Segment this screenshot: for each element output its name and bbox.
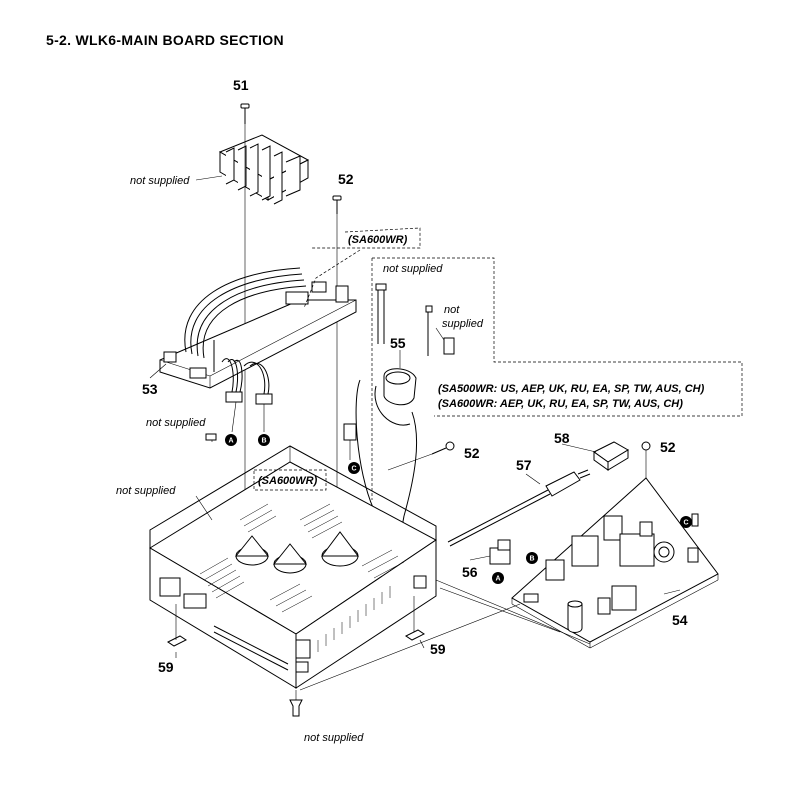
- note-not-supplied-heatsink: not supplied: [130, 175, 190, 187]
- svg-text:A: A: [228, 438, 233, 445]
- part-number-59-right: 59: [430, 641, 446, 657]
- part-number-56: 56: [462, 564, 478, 580]
- connector-marker-a1: A: [225, 434, 237, 446]
- note-not-supplied-right-1: not: [444, 304, 460, 316]
- connector-marker-c2: C: [680, 516, 692, 528]
- part-number-52-middle: 52: [464, 445, 480, 461]
- connector-marker-b2: B: [526, 552, 538, 564]
- screw-bottom: [289, 690, 303, 717]
- part-number-52-right: 52: [660, 439, 676, 455]
- note-not-supplied-screw: not supplied: [304, 732, 364, 744]
- part-number-59-left: 59: [158, 659, 174, 675]
- svg-text:B: B: [529, 556, 534, 563]
- section-title: 5-2. WLK6-MAIN BOARD SECTION: [46, 32, 284, 48]
- power-cord-57: [447, 469, 591, 547]
- note-not-supplied-harness: not supplied: [383, 263, 443, 275]
- heatsink: [218, 134, 310, 205]
- model-label-sa500-regions: (SA500WR: US, AEP, UK, RU, EA, SP, TW, A…: [438, 383, 705, 395]
- pad-not-supplied: [205, 433, 217, 441]
- part-number-51: 51: [233, 77, 249, 93]
- power-board-54: [511, 477, 719, 649]
- model-label-sa600-top: (SA600WR): [348, 234, 408, 246]
- not-supplied-dashed-box: [371, 257, 743, 500]
- guide-lines: [299, 579, 591, 691]
- foot-59-left: [167, 604, 187, 647]
- screw-52-middle: [387, 441, 455, 471]
- svg-text:C: C: [351, 466, 356, 473]
- adapter-58: [593, 441, 629, 471]
- part-number-58: 58: [554, 430, 570, 446]
- foot-59-right: [405, 596, 425, 641]
- part-number-54: 54: [672, 612, 688, 628]
- connector-marker-c1: C: [348, 462, 360, 474]
- svg-text:C: C: [683, 520, 688, 527]
- model-label-sa600-chassis: (SA600WR): [258, 475, 318, 487]
- part-number-53: 53: [142, 381, 158, 397]
- main-board-53: [159, 267, 357, 433]
- note-not-supplied-right-2: supplied: [442, 318, 484, 330]
- chassis: [149, 445, 437, 689]
- connector-marker-b1: B: [258, 434, 270, 446]
- part-number-55: 55: [390, 335, 406, 351]
- svg-text:B: B: [261, 438, 266, 445]
- connector-marker-a2: A: [492, 572, 504, 584]
- note-not-supplied-chassis: not supplied: [116, 485, 176, 497]
- model-label-sa600-regions: (SA600WR: AEP, UK, RU, EA, SP, TW, AUS, …: [438, 398, 683, 410]
- part-number-52-top: 52: [338, 171, 354, 187]
- sa600-chassis-box: [253, 469, 327, 491]
- note-not-supplied-left: not supplied: [146, 417, 206, 429]
- sa600-dashed-outline-top: [303, 227, 421, 309]
- harness-55: [343, 283, 455, 581]
- connector-56: [489, 539, 511, 565]
- screw-52-right: [641, 441, 651, 478]
- svg-text:A: A: [495, 576, 500, 583]
- part-number-57: 57: [516, 457, 532, 473]
